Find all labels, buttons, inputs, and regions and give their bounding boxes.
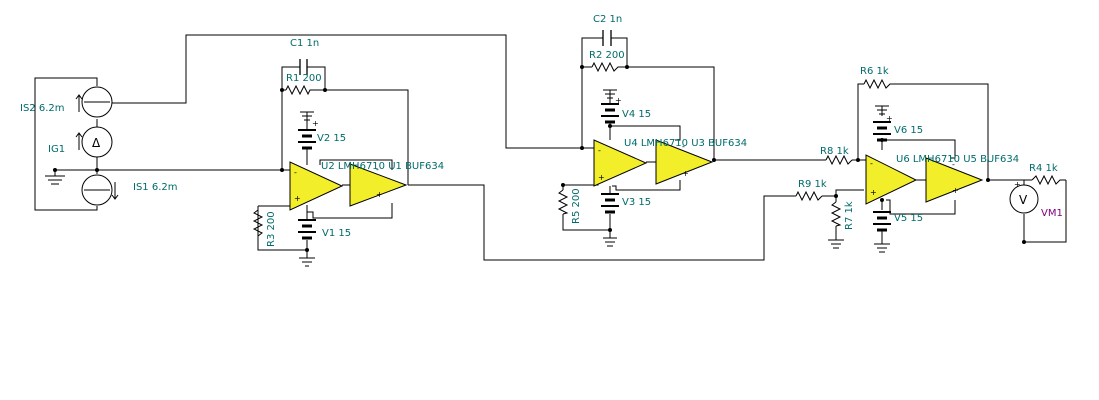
v6-label: V6 15 [894,125,923,136]
battery-v1[interactable] [298,212,316,240]
r2-label: R2 200 [589,50,625,61]
resistor-r5[interactable] [557,189,569,215]
resistor-r9[interactable] [795,190,823,202]
buffer-u1[interactable]: - + [349,163,408,207]
battery-v2[interactable]: + [298,119,319,150]
resistor-r2[interactable] [591,61,620,73]
stage2-wires [561,37,826,247]
battery-v3[interactable] [601,193,619,214]
current-source-is1[interactable] [81,174,119,206]
resistor-r7[interactable] [830,201,842,227]
battery-v4[interactable]: + [601,96,622,126]
v1-label: V1 15 [322,228,351,239]
stage3-wires [822,83,1067,253]
is2-label: IS2 6.2m [20,103,64,114]
voltmeter-vm1[interactable]: V + [1009,180,1039,214]
voltmeter-symbol: V [1019,193,1028,207]
r3-label: R3 200 [266,211,277,247]
r9-label: R9 1k [798,179,827,190]
battery-v5[interactable] [873,211,891,236]
resistor-r8[interactable] [825,154,853,166]
buffer-u3[interactable]: - + [655,139,714,185]
battery-v6[interactable]: + [873,114,893,142]
vm1-label: VM1 [1041,208,1063,219]
capacitor-c2[interactable] [602,30,612,46]
resistor-r1[interactable] [285,84,312,96]
is1-label: IS1 6.2m [133,182,177,193]
u1-plus: + [376,190,383,199]
u5-plus: + [952,186,959,195]
v3-label: V3 15 [622,197,651,208]
u3-minus: - [682,142,685,151]
u6-plus: + [870,188,877,197]
buffer-u5[interactable]: - + [925,157,984,203]
u6-minus: - [870,159,873,168]
delta-symbol: Δ [92,136,101,150]
capacitor-c1[interactable] [299,59,308,75]
v5-label: V5 15 [894,213,923,224]
opamp-u4[interactable]: - + [593,139,648,187]
resistor-r4[interactable] [1031,174,1066,186]
u2-u1-label: U2 LMH6710 U1 BUF634 [321,161,444,172]
opamp-u2[interactable]: - + [289,161,344,211]
resistor-r3[interactable] [252,206,264,250]
u4-plus: + [598,173,605,182]
r1-label: R1 200 [286,73,322,84]
u4-minus: - [598,146,601,155]
v4-label: V4 15 [622,109,651,120]
signal-generator-ig1[interactable]: Δ [75,126,113,158]
c2-label: C2 1n [593,14,622,25]
vm1-plus: + [1014,180,1021,189]
u6-u5-label: U6 LMH6710 U5 BUF634 [896,154,1019,165]
v6-plus: + [886,114,893,123]
u2-minus: - [294,168,297,177]
current-source-group: IS2 6.2m Δ IG1 IS1 6.2m [20,34,582,211]
v2-plus: + [312,119,319,128]
u2-plus: + [294,194,301,203]
u3-plus: + [682,169,689,178]
r5-label: R5 200 [571,188,582,224]
v2-label: V2 15 [317,133,346,144]
r7-label: R7 1k [844,201,855,230]
opamp-u6[interactable]: - + [865,154,918,205]
u4-u3-label: U4 LMH6710 U3 BUF634 [624,138,747,149]
resistor-r6[interactable] [863,78,892,90]
ig1-label: IG1 [48,144,65,155]
current-source-is2[interactable] [75,86,113,118]
v4-plus: + [615,96,622,105]
r4-label: R4 1k [1029,163,1058,174]
r6-label: R6 1k [860,66,889,77]
r8-label: R8 1k [820,146,849,157]
u5-minus: - [952,160,955,169]
u1-minus: - [376,165,379,174]
c1-label: C1 1n [290,38,319,49]
